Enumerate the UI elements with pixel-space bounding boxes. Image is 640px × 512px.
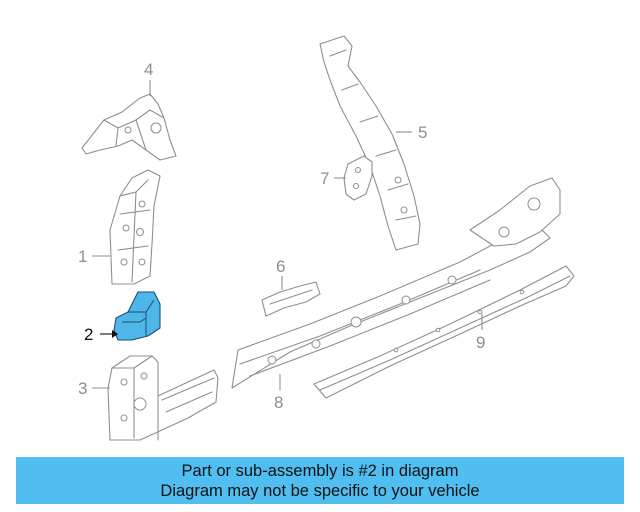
part-6-rail-bracket[interactable]: [261, 281, 321, 317]
callout-9[interactable]: 9: [476, 333, 485, 352]
callout-6[interactable]: 6: [276, 257, 285, 276]
part-3-lower-rocker-end[interactable]: [107, 355, 219, 441]
part-1-pillar-reinforcement[interactable]: [109, 169, 161, 285]
info-banner: Part or sub-assembly is #2 in diagram Di…: [16, 457, 624, 504]
callout-3[interactable]: 3: [78, 379, 87, 398]
exploded-parts-diagram: 4 1 2 3 5 7 6 8 9: [78, 35, 575, 441]
part-9-outer-rocker[interactable]: [313, 265, 575, 399]
banner-disclaimer-line: Diagram may not be specific to your vehi…: [160, 481, 480, 500]
callout-1[interactable]: 1: [78, 247, 87, 266]
callout-5[interactable]: 5: [418, 123, 427, 142]
part-7-small-plate[interactable]: [343, 155, 373, 201]
leader-arrow-2: [112, 330, 118, 338]
part-5-center-pillar[interactable]: [319, 35, 421, 251]
part-8-rocker-inner-panel[interactable]: [231, 177, 561, 389]
part-4-upper-bracket[interactable]: [81, 93, 177, 161]
part-2-bracket-highlighted[interactable]: [113, 291, 161, 341]
callout-2[interactable]: 2: [84, 325, 93, 344]
banner-part-line: Part or sub-assembly is #2 in diagram: [181, 461, 459, 480]
callout-8[interactable]: 8: [274, 393, 283, 412]
callout-7[interactable]: 7: [320, 169, 329, 188]
callout-4[interactable]: 4: [144, 60, 153, 79]
